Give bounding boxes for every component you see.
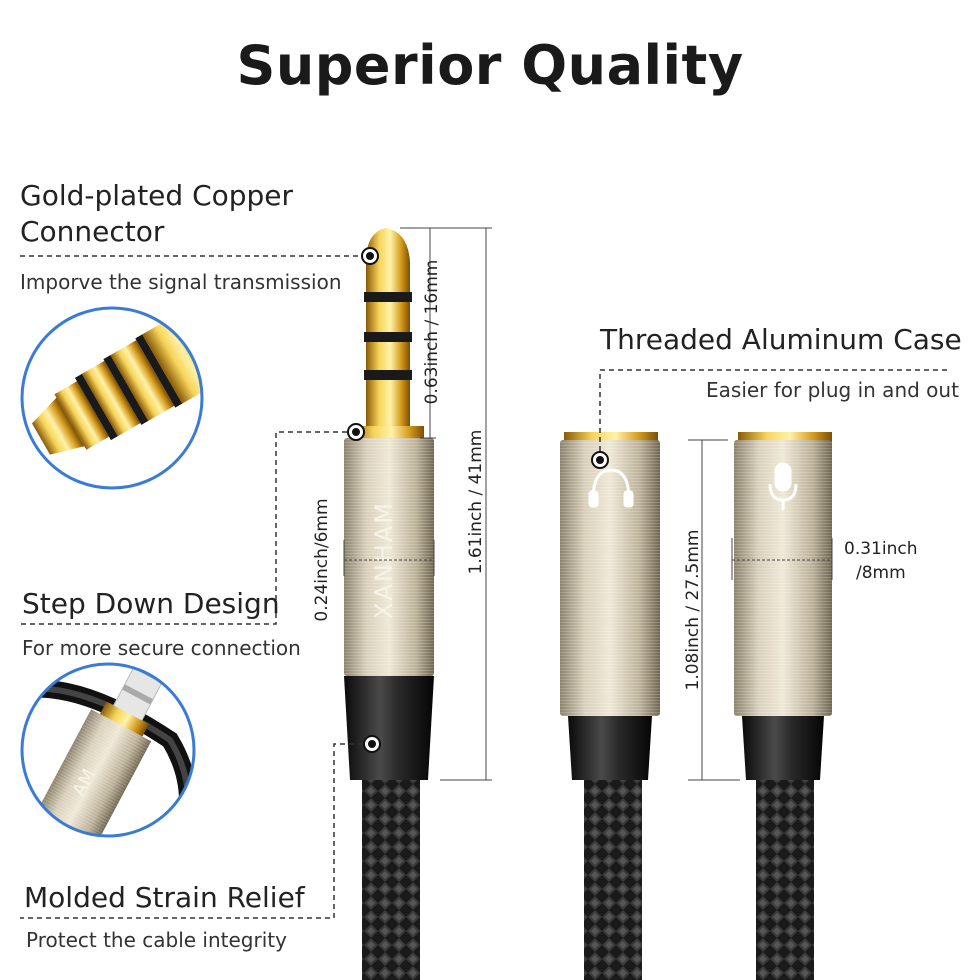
callout-leaders [20,255,950,919]
zoom-step-down: AM [20,662,196,838]
jack-diameter-label-line1: 0.31inch [844,539,918,559]
headphone-jack [560,432,660,980]
microphone-jack [734,432,832,980]
page-title: Superior Quality [236,34,744,97]
case-heading: Threaded Aluminum Case [600,323,962,356]
strain-relief-heading: Molded Strain Relief [24,881,305,914]
headphones-icon [588,468,634,508]
tip-length-label: 0.63inch / 16mm [422,259,442,405]
zoom-gold-connector [20,306,204,490]
step-down-heading: Step Down Design [22,587,280,620]
step-down-description: For more secure connection [22,636,301,660]
plug-diameter-label: 0.24inch/6mm [312,498,332,622]
strain-relief-description: Protect the cable integrity [26,928,287,952]
male-plug [344,228,434,980]
dimension-lines [343,227,833,781]
callout-dots [347,247,609,753]
jack-diameter-label-line2: /8mm [856,563,906,583]
case-description: Easier for plug in and out [706,378,959,402]
plug-length-label: 1.61inch / 41mm [466,429,486,575]
connector-description: Imporve the signal transmission [20,270,342,294]
jack-length-label: 1.08inch / 27.5mm [683,529,703,691]
connector-heading-line2: Connector [20,215,165,248]
microphone-icon [768,462,798,510]
connector-heading-line1: Gold-plated Copper [20,179,294,212]
